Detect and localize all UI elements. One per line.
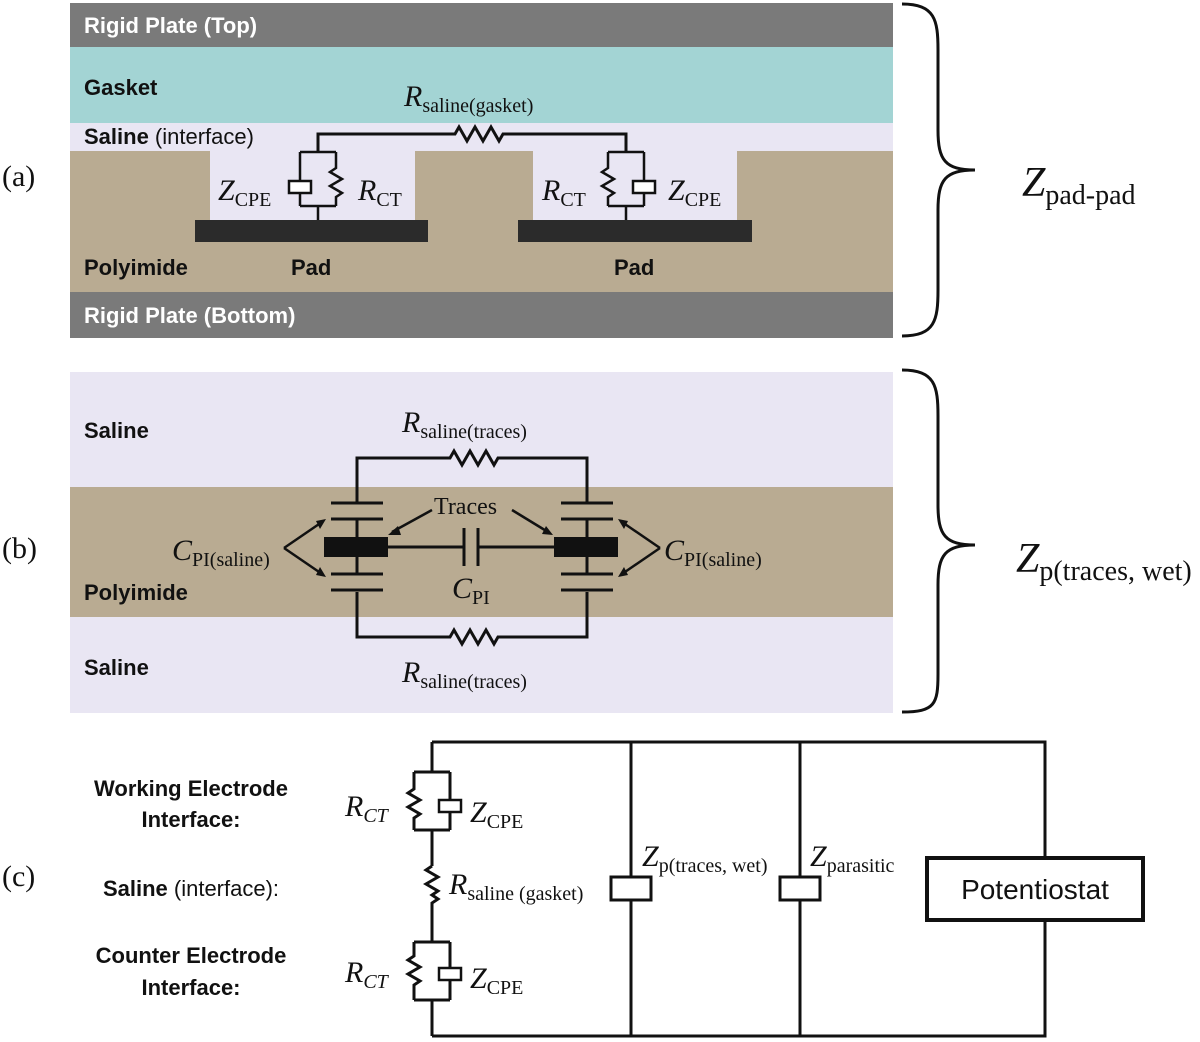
top-saline-resistor (355, 447, 589, 503)
right-rc-parallel (599, 150, 646, 220)
r-saline-gasket-c-label: Rsaline (gasket) (448, 868, 583, 905)
z-cpe-right-label: ZCPE (668, 174, 721, 211)
potentiostat-box (925, 856, 1145, 922)
polyimide-layer-b (70, 487, 893, 617)
traces-arrowhead-left (388, 526, 401, 535)
panel-c: (c) Working Electrode Interface: Saline … (2, 740, 1145, 1038)
zp-element (609, 875, 653, 902)
panel-b: Saline Polyimide Saline Rsaline(traces) … (2, 368, 1192, 714)
saline-gasket-resistor-c (423, 864, 441, 936)
polyimide-layer (70, 151, 893, 292)
r-ct-left-label: RCT (357, 174, 402, 211)
pad-right-label: Pad (614, 255, 654, 280)
c-pi-saline-arrows-left (283, 520, 323, 576)
traces-arrowhead-right (542, 526, 553, 535)
pad-left (195, 220, 428, 242)
counter-electrode-label-1: Counter Electrode (96, 943, 287, 968)
c-pi-capacitor (388, 528, 554, 566)
potentiostat-label: Potentiostat (961, 874, 1109, 905)
pad-left-label: Pad (291, 255, 331, 280)
working-electrode-rc (405, 742, 452, 866)
gasket-layer (70, 47, 893, 123)
r-saline-gasket-label: Rsaline(gasket) (403, 80, 533, 117)
r-saline-traces-bottom-label: Rsaline(traces) (401, 656, 527, 693)
trace-right (554, 537, 618, 557)
counter-electrode-rc (405, 936, 452, 1036)
counter-cpe-element (437, 966, 463, 982)
z-cpe-working-label: ZCPE (470, 796, 523, 833)
counter-electrode-label-2: Interface: (141, 975, 240, 1000)
right-cpe-element (631, 179, 657, 195)
saline-interface-label-c: Saline (interface): (103, 876, 279, 901)
pad-right (518, 220, 752, 242)
working-electrode-label-2: Interface: (141, 807, 240, 832)
polyimide-label: Polyimide (84, 255, 188, 280)
rigid-plate-bottom-label: Rigid Plate (Bottom) (84, 303, 295, 328)
saline-bottom-layer (70, 617, 893, 713)
c-pi-saline-left-label: CPI(saline) (172, 534, 270, 571)
r-saline-traces-top-label: Rsaline(traces) (401, 406, 527, 443)
rigid-plate-bottom (70, 292, 893, 338)
z-pad-pad-label: Zpad-pad (1022, 160, 1136, 211)
trace-left (324, 537, 388, 557)
traces-label: Traces (434, 494, 497, 520)
left-pi-saline-capacitors (331, 501, 383, 592)
gasket-label: Gasket (84, 75, 158, 100)
brace-b (901, 368, 976, 714)
left-well (210, 151, 415, 222)
c-pi-saline-arrows-right (621, 520, 661, 576)
left-cpe-element (287, 179, 313, 195)
working-electrode-label-1: Working Electrode (94, 776, 288, 801)
panel-a-label: (a) (2, 160, 35, 193)
saline-top-label: Saline (84, 418, 149, 443)
saline-interface-label: Saline (interface) (84, 124, 254, 149)
c-pi-saline-right-label: CPI(saline) (664, 534, 762, 571)
saline-bottom-label: Saline (84, 655, 149, 680)
c-pi-label: CPI (452, 572, 490, 609)
r-ct-counter-label: RCT (344, 956, 390, 993)
panel-b-label: (b) (2, 532, 37, 565)
panel-c-label: (c) (2, 860, 35, 893)
polyimide-label-b: Polyimide (84, 580, 188, 605)
r-ct-right-label: RCT (541, 174, 586, 211)
z-cpe-left-label: ZCPE (218, 174, 271, 211)
outer-wire-loop (432, 740, 1047, 1038)
bottom-saline-resistor (355, 592, 589, 648)
working-cpe-element (437, 798, 463, 814)
right-pi-saline-capacitors (561, 501, 613, 592)
saline-gasket-resistor (316, 123, 628, 152)
traces-arrow-right (511, 508, 549, 534)
z-p-traces-wet-label: Zp(traces, wet) (1016, 536, 1192, 587)
left-rc-parallel (298, 150, 345, 220)
zparasitic-element (778, 875, 822, 902)
saline-top-layer (70, 372, 893, 487)
z-cpe-counter-label: ZCPE (470, 962, 523, 999)
zp-traces-wet-c-label: Zp(traces, wet) (642, 840, 768, 877)
rigid-plate-top-label: Rigid Plate (Top) (84, 13, 257, 38)
rigid-plate-top (70, 3, 893, 47)
r-ct-working-label: RCT (344, 790, 390, 827)
brace-a (901, 2, 976, 338)
panel-a: Rigid Plate (Top) Gasket Saline (interfa… (2, 2, 1136, 338)
zparasitic-label: Zparasitic (810, 840, 895, 877)
